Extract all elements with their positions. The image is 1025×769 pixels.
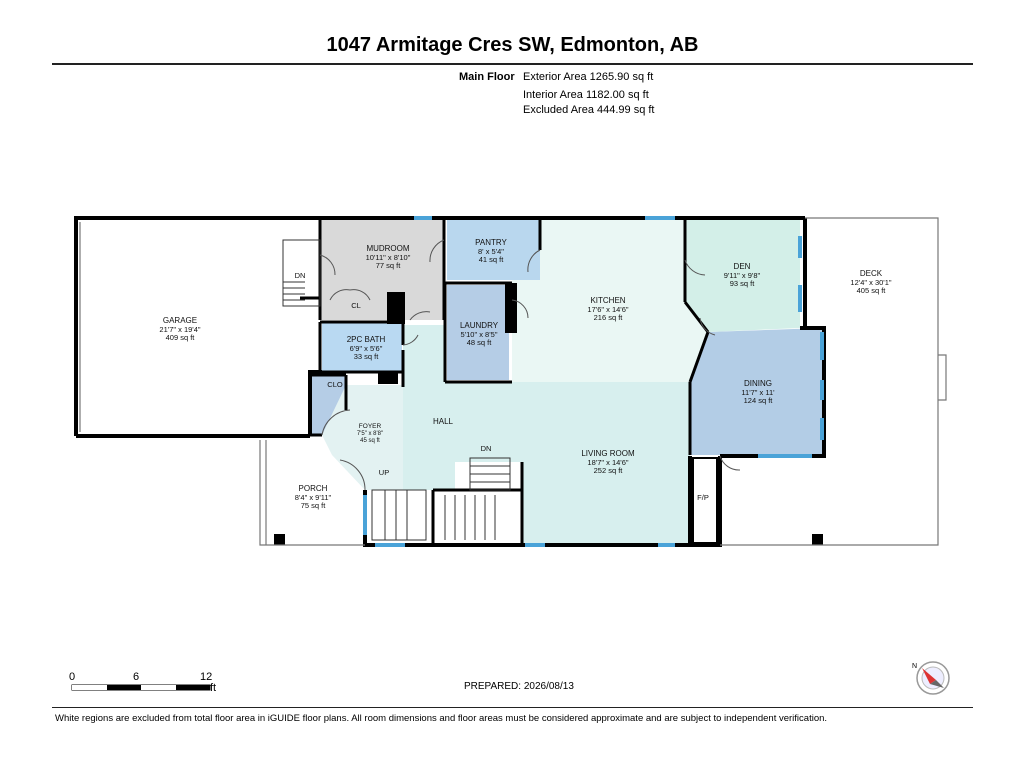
dining-fill: [690, 328, 822, 455]
laundry-fill: [447, 285, 509, 380]
living-room-fill: [403, 325, 690, 545]
room-dims: 7'5" x 8'8": [357, 431, 383, 437]
room-name: FOYER: [359, 423, 382, 430]
header-divider: [52, 63, 973, 65]
floor-name: Main Floor: [459, 71, 515, 83]
wall-block: [387, 292, 405, 324]
pantry-fill: [447, 220, 540, 280]
room-name: GARAGE: [163, 316, 197, 325]
room-living: LIVING ROOM 18'7" x 14'6" 252 sq ft: [581, 449, 635, 475]
wall-block: [505, 283, 517, 333]
room-dims: 12'4" x 30'1": [850, 278, 891, 287]
clo-label: CLO: [327, 380, 343, 389]
den-fill: [685, 220, 800, 332]
exterior-area: Exterior Area 1265.90 sq ft: [523, 71, 654, 83]
room-area: 45 sq ft: [360, 438, 380, 444]
room-foyer: FOYER 7'5" x 8'8" 45 sq ft: [357, 423, 383, 444]
room-dims: 11'7" x 11': [741, 388, 775, 397]
scale-bar: [71, 684, 211, 691]
interior-area: Interior Area 1182.00 sq ft: [523, 89, 649, 101]
room-bath: 2PC BATH 6'9" x 5'6" 33 sq ft: [347, 335, 386, 361]
exterior-outlines: [79, 217, 947, 546]
room-den: DEN 9'11" x 9'8" 93 sq ft: [724, 262, 761, 288]
fireplace-label: F/P: [697, 493, 709, 502]
compass-icon: [916, 661, 950, 695]
room-area: 252 sq ft: [594, 466, 624, 475]
scale-zero: 0: [69, 671, 76, 683]
room-area: 77 sq ft: [376, 261, 402, 270]
room-area: 33 sq ft: [354, 352, 380, 361]
closet-label: CL: [351, 301, 361, 310]
hall-fill: [403, 325, 445, 385]
footer-divider: [52, 707, 973, 708]
room-area: 216 sq ft: [594, 313, 624, 322]
clo-fill: [310, 375, 346, 435]
room-area: 48 sq ft: [467, 338, 493, 347]
room-name: DECK: [860, 269, 883, 278]
room-garage: GARAGE 21'7" x 19'4" 409 sq ft: [159, 316, 200, 342]
room-area: 75 sq ft: [301, 501, 327, 510]
room-name: LAUNDRY: [460, 321, 499, 330]
wall-block: [378, 372, 398, 384]
room-porch: PORCH 8'4" x 9'11" 75 sq ft: [295, 484, 332, 510]
windows: [363, 216, 824, 547]
room-name: DINING: [744, 379, 772, 388]
room-dims: 9'11" x 9'8": [724, 271, 761, 280]
room-dims: 10'11" x 8'10": [366, 253, 411, 262]
stairs-up-label: UP: [379, 468, 389, 477]
room-name: PANTRY: [475, 238, 507, 247]
scale-max: 12: [200, 671, 213, 683]
room-dims: 6'9" x 5'6": [350, 344, 383, 353]
room-dims: 8' x 5'4": [478, 247, 504, 256]
room-dims: 17'6" x 14'6": [587, 305, 628, 314]
room-area: 124 sq ft: [744, 396, 774, 405]
door-swings: [319, 239, 741, 491]
fireplace: [692, 457, 718, 544]
room-kitchen: KITCHEN 17'6" x 14'6" 216 sq ft: [587, 296, 628, 322]
hall-stairs-down-label: DN: [481, 444, 492, 453]
disclaimer: White regions are excluded from total fl…: [55, 713, 828, 724]
room-laundry: LAUNDRY 5'10" x 8'5" 48 sq ft: [460, 321, 499, 347]
stairs-garage: [282, 239, 321, 307]
room-pantry: PANTRY 8' x 5'4" 41 sq ft: [475, 238, 507, 264]
room-name: DEN: [734, 262, 751, 271]
room-name: PORCH: [299, 484, 328, 493]
prepared-date: PREPARED: 2026/08/13: [464, 681, 574, 692]
wall-block: [274, 534, 285, 545]
garage-stairs-down-label: DN: [295, 271, 306, 280]
room-name: MUDROOM: [366, 244, 409, 253]
compass-north-label: N: [912, 663, 917, 670]
room-name: 2PC BATH: [347, 335, 386, 344]
scale-mid: 6: [133, 671, 140, 683]
room-name: LIVING ROOM: [581, 449, 635, 458]
bath-fill: [322, 322, 402, 372]
room-dims: 8'4" x 9'11": [295, 493, 332, 502]
kitchen-fill: [512, 220, 708, 383]
room-area: 93 sq ft: [730, 279, 756, 288]
mudroom-fill: [320, 220, 444, 320]
room-deck: DECK 12'4" x 30'1" 405 sq ft: [850, 269, 891, 295]
hall-label: HALL: [433, 417, 454, 426]
room-area: 405 sq ft: [857, 286, 887, 295]
wall-block: [812, 534, 823, 545]
scale-unit: ft: [210, 682, 217, 694]
room-area: 41 sq ft: [479, 255, 505, 264]
room-area: 409 sq ft: [166, 333, 196, 342]
room-dining: DINING 11'7" x 11' 124 sq ft: [741, 379, 775, 405]
room-name: KITCHEN: [590, 296, 625, 305]
room-dims: 21'7" x 19'4": [159, 325, 200, 334]
stairs-main: [371, 457, 511, 541]
excluded-area: Excluded Area 444.99 sq ft: [523, 104, 655, 116]
room-mudroom: MUDROOM 10'11" x 8'10" 77 sq ft: [366, 244, 411, 270]
room-dims: 5'10" x 8'5": [461, 330, 498, 339]
plan-title: 1047 Armitage Cres SW, Edmonton, AB: [326, 34, 699, 56]
room-dims: 18'7" x 14'6": [587, 458, 628, 467]
